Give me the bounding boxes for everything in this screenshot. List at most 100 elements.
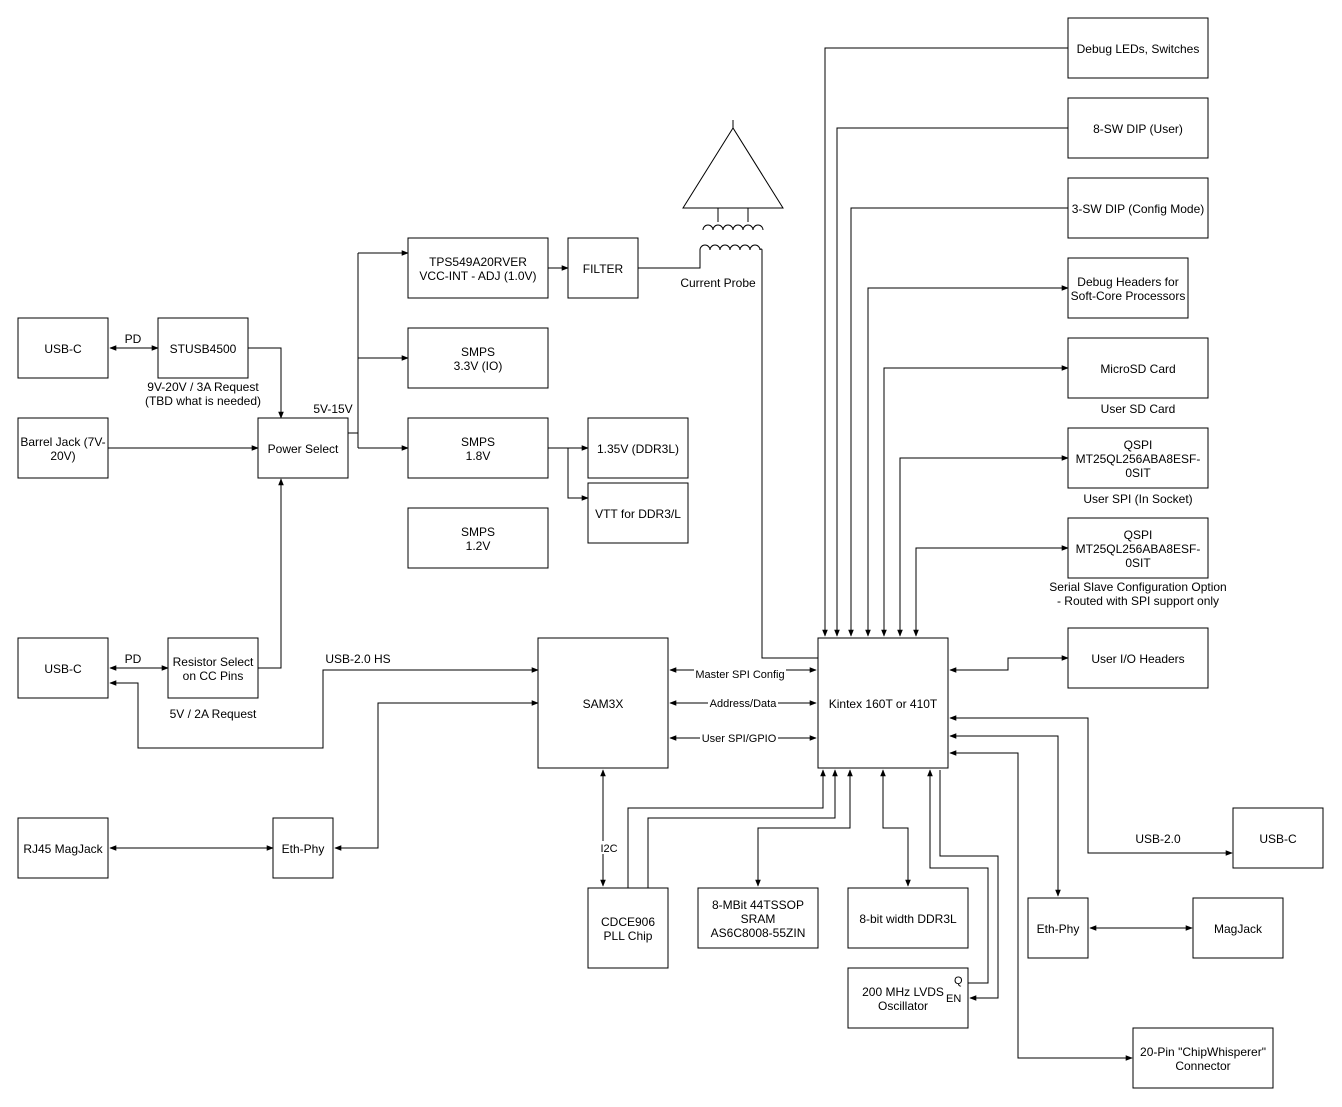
stusb-box: [157, 317, 249, 379]
wire-kintex-osc-en: [939, 770, 999, 1001]
block-labels: USB-C STUSB4500 Barrel Jack (7V-20V) Pow…: [20, 42, 1297, 1073]
usbc-right-box: [1232, 807, 1324, 869]
vtt-box: [587, 482, 689, 544]
wire-dip8-kintex: [834, 127, 1068, 637]
address-data-label: Address/Data: [710, 698, 778, 710]
connection-labels: PD 9V-20V / 3A Request (TBD what is need…: [125, 276, 1227, 855]
eth-phy-left-box: [272, 817, 334, 879]
eth-phy-left-label: Eth-Phy: [282, 842, 325, 856]
stusb-label: STUSB4500: [170, 342, 237, 356]
kintex-box: [817, 637, 949, 769]
usbc-top-label: USB-C: [44, 342, 82, 356]
rj45-box: [17, 817, 109, 879]
user-spi-socket-label: User SPI (In Socket): [1083, 492, 1192, 506]
ddr3l-135-label: 1.35V (DDR3L): [597, 442, 679, 456]
sam3x-label: SAM3X: [583, 697, 624, 711]
barrel-box: [17, 417, 109, 479]
ddr3l-8bit-box: [847, 887, 969, 949]
microsd-box: [1067, 337, 1209, 399]
usb20hs-label: USB-2.0 HS: [325, 652, 390, 666]
wire-cdce-kintex-1: [627, 769, 826, 888]
dip8-label: 8-SW DIP (User): [1093, 122, 1183, 136]
ddr3l-135-box: [587, 417, 689, 479]
osc-en-label: EN: [946, 993, 961, 1005]
wire-smps18-vtt: [567, 448, 589, 501]
stusb-note-line2: (TBD what is needed): [145, 394, 261, 408]
eth-phy-right-box: [1027, 897, 1089, 959]
wire-microsd-kintex: [881, 365, 1069, 637]
wire-probe-kintex: [761, 250, 818, 659]
barrel-label: Barrel Jack (7V-20V): [20, 435, 105, 463]
usbc-mid-label: USB-C: [44, 662, 82, 676]
filter-label: FILTER: [583, 262, 624, 276]
debug-headers-box: [1067, 257, 1189, 319]
ddr3l-8bit-label: 8-bit width DDR3L: [859, 912, 957, 926]
magjack-box: [1192, 897, 1284, 959]
user-sd-label: User SD Card: [1101, 402, 1176, 416]
resistor-select-box: [167, 637, 259, 699]
user-spi-gpio-label: User SPI/GPIO: [702, 733, 777, 745]
wire-debug-leds-kintex: [822, 47, 1068, 637]
master-spi-label: Master SPI Config: [695, 669, 784, 681]
wire-osc-q-kintex: [927, 769, 989, 984]
filter-box: [567, 237, 639, 299]
wire-sam3x-usbc: [109, 667, 539, 749]
debug-leds-label: Debug LEDs, Switches: [1077, 42, 1200, 56]
smps12-box: [407, 507, 549, 569]
i2c-label: I2C: [600, 843, 617, 855]
sam3x-box: [537, 637, 669, 769]
smps33-box: [407, 327, 549, 389]
wire-stusb-power-select: [248, 347, 284, 419]
usb20-label: USB-2.0: [1135, 832, 1181, 846]
sram-box: [697, 887, 819, 949]
wire-cdce-kintex-2: [647, 769, 838, 888]
osc-box: [847, 967, 969, 1029]
tps-box: [407, 237, 549, 299]
microsd-label: MicroSD Card: [1100, 362, 1175, 376]
wire-kintex-ethphy-right: [949, 733, 1061, 897]
usbc-top-box: [17, 317, 109, 379]
qspi-user-box: [1067, 427, 1209, 489]
cdce-box: [587, 887, 669, 969]
power-select-box: [257, 417, 349, 479]
stusb-note-line1: 9V-20V / 3A Request: [147, 380, 259, 394]
vtt-label: VTT for DDR3/L: [595, 507, 681, 521]
wire-kintex-chipwhisperer: [949, 750, 1133, 1061]
current-probe-icon: [682, 120, 784, 251]
pd-mid-label: PD: [125, 652, 142, 666]
chipwhisperer-label: 20-Pin "ChipWhisperer"Connector: [1140, 1045, 1266, 1073]
usbc-right-label: USB-C: [1259, 832, 1297, 846]
wire-resistor-power-select: [258, 478, 284, 669]
dip3-label: 3-SW DIP (Config Mode): [1072, 202, 1205, 216]
pd-top-label: PD: [125, 332, 142, 346]
blocks: [17, 17, 1324, 1089]
osc-q-label: Q: [954, 975, 963, 987]
connections: [108, 47, 1233, 1061]
v5-15-label: 5V-15V: [313, 402, 352, 416]
wire-qspi-cfg-kintex: [913, 545, 1069, 637]
wire-qspi-user-kintex: [897, 455, 1069, 637]
dip8-box: [1067, 97, 1209, 159]
wire-kintex-usbc-right: [949, 715, 1233, 856]
user-io-label: User I/O Headers: [1091, 652, 1184, 666]
debug-leds-box: [1067, 17, 1209, 79]
dip3-box: [1067, 177, 1209, 239]
wire-kintex-ddr3l: [880, 769, 911, 887]
wire-debug-headers-kintex: [865, 285, 1069, 637]
usbc-mid-box: [17, 637, 109, 699]
eth-phy-right-label: Eth-Phy: [1037, 922, 1080, 936]
rj45-label: RJ45 MagJack: [23, 842, 103, 856]
power-select-label: Power Select: [268, 442, 339, 456]
resistor-note-label: 5V / 2A Request: [170, 707, 257, 721]
magjack-label: MagJack: [1214, 922, 1263, 936]
